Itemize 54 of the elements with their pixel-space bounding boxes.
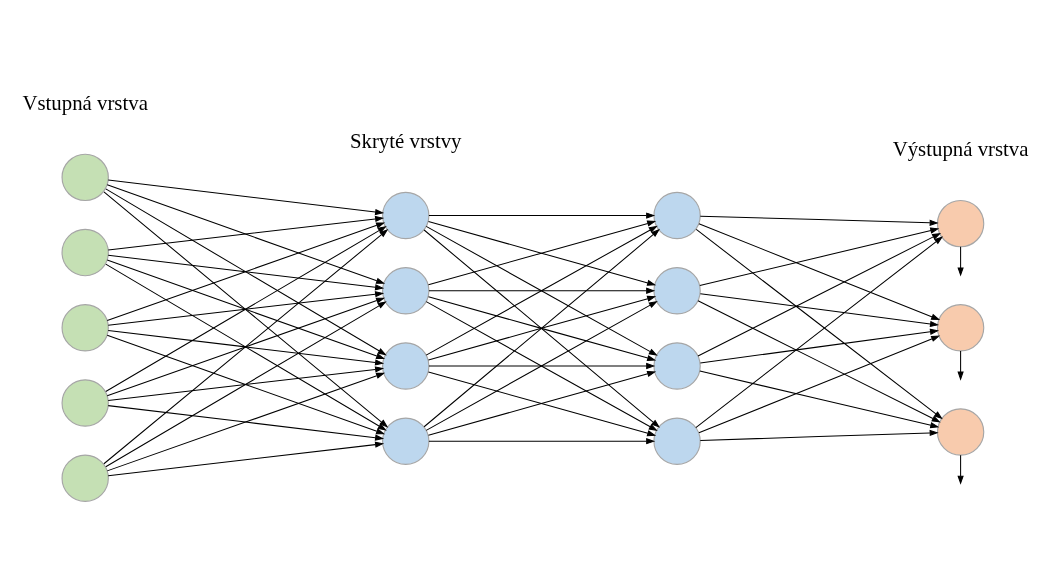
node-circle: [61, 454, 109, 502]
arrow: [103, 229, 389, 465]
arrow: [106, 372, 386, 472]
arrow: [699, 370, 940, 429]
arrow: [105, 301, 387, 468]
arrow: [428, 212, 656, 219]
arrow: [106, 222, 386, 321]
arrow: [106, 334, 386, 435]
node-circle: [382, 342, 430, 390]
node-circle: [382, 267, 430, 315]
node-circle: [382, 191, 430, 240]
arrow: [428, 438, 656, 445]
arrow: [107, 366, 385, 401]
node-circle: [61, 228, 109, 277]
node-circle: [653, 342, 701, 390]
arrow: [957, 350, 964, 381]
arrow: [107, 329, 385, 366]
arrow: [105, 188, 387, 356]
arrow: [106, 184, 386, 284]
arrow: [107, 179, 385, 216]
arrow: [697, 232, 942, 357]
arrow: [699, 328, 940, 364]
node-circle: [61, 153, 109, 202]
label: Skryté vrstvy: [349, 128, 462, 153]
arrow: [106, 259, 386, 360]
arrow: [107, 254, 385, 291]
arrow: [425, 225, 658, 356]
arrow: [107, 215, 385, 251]
arrow: [107, 405, 385, 441]
label: Výstupná vrstva: [892, 136, 1029, 161]
arrow: [699, 429, 939, 441]
arrow: [105, 263, 387, 431]
arrow: [698, 335, 941, 434]
arrow: [428, 362, 656, 370]
arrow: [107, 441, 385, 477]
arrow: [697, 300, 941, 423]
node-circle: [653, 267, 701, 315]
arrow: [699, 227, 940, 287]
arrow: [699, 293, 940, 328]
arrow: [103, 191, 389, 428]
node-circle: [61, 304, 109, 352]
arrow: [957, 246, 964, 277]
node-circle: [61, 379, 109, 427]
arrow: [698, 223, 941, 321]
arrow: [699, 215, 939, 226]
arrow: [428, 287, 656, 294]
label: Vstupná vrstva: [22, 90, 148, 115]
arrow: [105, 226, 387, 393]
arrow: [106, 297, 386, 397]
node-circle: [382, 417, 430, 465]
arrow: [107, 291, 385, 326]
node-circle: [936, 408, 985, 456]
arrow: [957, 454, 964, 485]
node-circle: [936, 304, 985, 352]
